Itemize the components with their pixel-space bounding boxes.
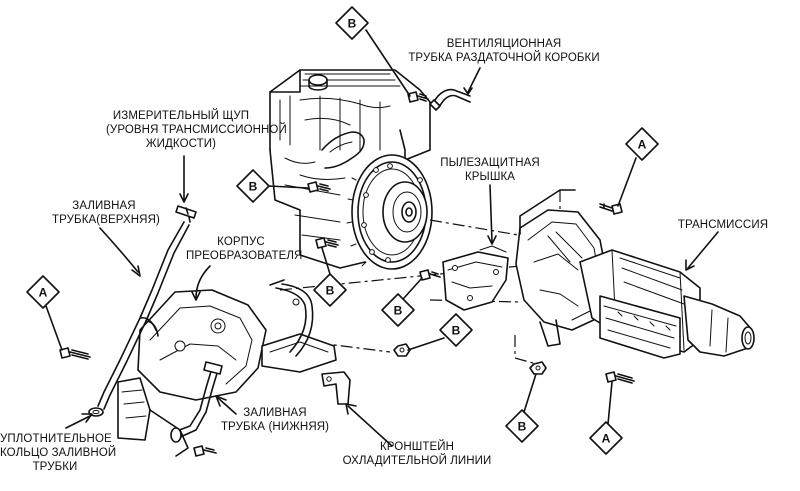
leader-arrows xyxy=(65,67,719,447)
bolt-b-mid-left xyxy=(315,237,339,249)
callout-b-bottom-text: B xyxy=(518,420,527,434)
bolt-b-dust-cover xyxy=(419,269,441,281)
transfer-case-vent-tube xyxy=(429,88,471,111)
callout-a-left: A xyxy=(26,275,63,351)
fill-tube-upper xyxy=(97,221,190,410)
label-dust-cover: ПЫЛЕЗАЩИТНАЯ КРЫШКА xyxy=(440,156,540,184)
label-dust-cover-line-2: КРЫШКА xyxy=(464,171,516,183)
callout-b-lower-middle-text: B xyxy=(452,324,461,338)
bolts xyxy=(59,91,635,457)
fill-tube-lower xyxy=(170,361,223,443)
label-cooler-bracket-line-1: КРОНШТЕЙН xyxy=(379,441,455,453)
label-transmission-line-1: ТРАНСМИССИЯ xyxy=(677,219,769,231)
label-fill-tube-lower: ЗАЛИВНАЯ ТРУБКА (НИЖНЯЯ) xyxy=(220,406,330,434)
label-seal-ring: УПЛОТНИТЕЛЬНОЕ КОЛЬЦО ЗАЛИВНОЙ ТРУБКИ xyxy=(0,432,117,474)
callout-b-lower-middle: B xyxy=(407,313,473,351)
dipstick xyxy=(175,205,197,223)
nut-b-bottom xyxy=(529,361,547,375)
label-fill-tube-upper-line-1: ЗАЛИВНАЯ xyxy=(72,200,136,212)
label-converter-housing-line-1: КОРПУС xyxy=(217,236,265,248)
label-fill-tube-upper: ЗАЛИВНАЯ ТРУБКА(ВЕРХНЯЯ) xyxy=(52,199,160,227)
label-dipstick-line-2: (УРОВНЯ ТРАНСМИССИОННОЙ xyxy=(106,124,287,136)
label-dipstick-line-1: ИЗМЕРИТЕЛЬНЫЙ ЩУП xyxy=(112,110,250,122)
transmission-case xyxy=(515,189,755,359)
label-seal-ring-line-1: УПЛОТНИТЕЛЬНОЕ xyxy=(0,433,112,445)
label-cooler-bracket-line-2: ОХЛАДИТЕЛЬНОЙ ЛИНИИ xyxy=(342,455,492,467)
callout-b-dust-cover-text: B xyxy=(394,304,403,318)
label-dust-cover-line-1: ПЫЛЕЗАЩИТНАЯ xyxy=(440,157,540,169)
bolt-a-bottom-right xyxy=(605,371,635,384)
callout-a-top-right-text: A xyxy=(638,138,647,152)
label-dipstick-line-3: ЖИДКОСТИ) xyxy=(145,138,217,150)
nut-b-bracket xyxy=(393,343,411,357)
label-converter-housing-line-2: ПРЕОБРАЗОВАТЕЛЯ xyxy=(186,250,303,262)
bolt-bottom-left xyxy=(193,445,217,457)
callout-b-dust-cover: B xyxy=(381,277,423,327)
callout-b-top-text: B xyxy=(348,17,357,31)
callout-b-left: B xyxy=(236,169,309,203)
label-transmission: ТРАНСМИССИЯ xyxy=(668,218,778,232)
label-seal-ring-line-3: ТРУБКИ xyxy=(32,461,78,473)
label-seal-ring-line-2: КОЛЬЦО ЗАЛИВНОЙ xyxy=(0,447,117,459)
label-fill-tube-lower-line-1: ЗАЛИВНАЯ xyxy=(243,407,307,419)
label-fill-tube-upper-line-2: ТРУБКА(ВЕРХНЯЯ) xyxy=(52,214,160,226)
label-vent-tube-line-2: ТРУБКА РАЗДАТОЧНОЙ КОРОБКИ xyxy=(408,52,600,64)
callout-b-center-left: B xyxy=(313,247,347,307)
callout-a-left-text: A xyxy=(39,286,48,300)
label-vent-tube-line-1: ВЕНТИЛЯЦИОННАЯ xyxy=(446,38,562,50)
callout-b-left-text: B xyxy=(249,180,258,194)
callout-a-bottom-right: A xyxy=(589,381,623,455)
callout-b-bottom: B xyxy=(505,373,539,443)
callout-b-top: B xyxy=(335,6,411,97)
label-fill-tube-lower-line-2: ТРУБКА (НИЖНЯЯ) xyxy=(220,421,330,433)
dust-cover xyxy=(442,245,509,311)
bolt-a-top-right xyxy=(599,203,623,215)
callout-a-bottom-right-text: A xyxy=(602,432,611,446)
cooler-lines xyxy=(269,279,314,357)
label-dipstick: ИЗМЕРИТЕЛЬНЫЙ ЩУП (УРОВНЯ ТРАНСМИССИОННО… xyxy=(106,109,287,151)
callout-b-center-left-text: B xyxy=(326,284,335,298)
label-converter-housing: КОРПУС ПРЕОБРАЗОВАТЕЛЯ xyxy=(186,235,303,263)
bolt-b-upper-left xyxy=(307,181,331,193)
label-cooler-bracket: КРОНШТЕЙН ОХЛАДИТЕЛЬНОЙ ЛИНИИ xyxy=(342,440,492,468)
label-vent-tube: ВЕНТИЛЯЦИОННАЯ ТРУБКА РАЗДАТОЧНОЙ КОРОБК… xyxy=(404,37,604,65)
callout-badges: B B B B B B xyxy=(26,6,659,455)
cooler-line-bracket xyxy=(321,371,351,405)
bolt-a-left xyxy=(59,347,91,360)
torque-converter xyxy=(346,154,433,270)
callout-a-top-right: A xyxy=(617,127,659,207)
bolt-vent xyxy=(407,91,429,103)
